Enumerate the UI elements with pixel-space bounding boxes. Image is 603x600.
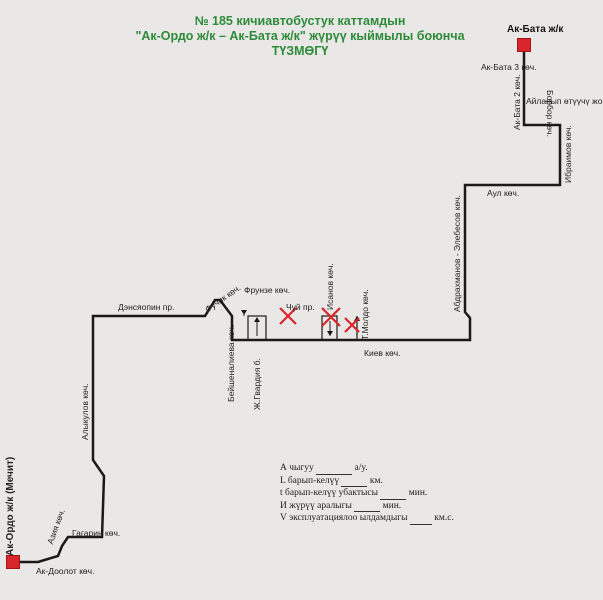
form-unit-length: км. xyxy=(369,475,383,486)
street-label-ak-bata-2: Ак-Бата 2 көч. xyxy=(512,74,522,130)
beishenalieva-arrow-head xyxy=(241,310,247,315)
title-line-2: "Ак-Ордо ж/к – Ак-Бата ж/к" жүрүү кыймыл… xyxy=(135,29,465,43)
form-label-time: t барып-келүү убактысы xyxy=(280,488,378,498)
form-blank-time[interactable] xyxy=(380,490,407,500)
form-label-speed: V эксплуатациялоо ылдамдыгы xyxy=(280,513,408,523)
route-line xyxy=(14,45,562,564)
form-row-vehicles: А чыгуу а/у. xyxy=(280,462,454,475)
isanov-arrow-head xyxy=(327,331,333,336)
route-info-form: А чыгуу а/у. L барып-келүү км. t барып-к… xyxy=(280,462,454,525)
street-label-alykulov: Алыкулов көч. xyxy=(80,383,90,440)
closed-cross-t-moldo xyxy=(344,317,360,333)
street-label-zh-gvardiya: Ж.Гвардия б. xyxy=(252,358,262,410)
form-blank-vehicles[interactable] xyxy=(316,465,353,475)
street-label-ailanyp: Айланып өтүүчү жо xyxy=(526,96,603,106)
frunze-arrow-head xyxy=(254,317,260,322)
title-line-1: № 185 кичиавтобустук каттамдын xyxy=(194,14,406,28)
street-label-ak-bata-3: Ак-Бата 3 көч. xyxy=(481,62,537,72)
form-blank-interval[interactable] xyxy=(354,502,381,512)
frunze-block xyxy=(247,315,267,341)
terminal-stop-marker-end xyxy=(517,38,531,52)
terminal-label-end: Ак-Бата ж/к xyxy=(507,24,564,35)
terminal-stop-marker-start xyxy=(6,555,20,569)
form-label-vehicles: А чыгуу xyxy=(280,463,314,473)
form-row-speed: V эксплуатациялоо ылдамдыгы км.с. xyxy=(280,512,454,525)
street-label-densiyapin: Дэнсяопин пр. xyxy=(118,302,175,312)
form-label-length: L барып-келүү xyxy=(280,475,340,486)
street-label-aul: Аул көч. xyxy=(487,188,520,198)
form-blank-speed[interactable] xyxy=(409,515,432,525)
terminal-label-start: Ак-Ордо ж/к (Мечит) xyxy=(5,456,16,556)
street-label-beishenalieva: Бейшеналиева көч. xyxy=(226,324,236,402)
form-label-interval: И жүрүү аралыгы xyxy=(280,500,352,511)
street-label-ibraimov: Ибраимов көч. xyxy=(563,125,573,183)
street-label-abdrakhmanov: Абдрахманов - Элебесов көч. xyxy=(452,195,462,312)
street-label-isanov: Исанов көч. xyxy=(325,263,335,310)
form-row-time: t барып-келүү убактысы мин. xyxy=(280,487,454,500)
form-row-interval: И жүрүү аралыгы мин. xyxy=(280,500,454,512)
street-label-frunze: Фрунзе көч. xyxy=(244,285,291,295)
form-unit-vehicles: а/у. xyxy=(354,463,368,473)
street-label-chui: Чүй пр. xyxy=(286,302,315,312)
street-label-kiev: Киев көч. xyxy=(364,348,401,358)
form-unit-interval: мин. xyxy=(382,500,402,511)
title-line-3: ТҮЗМӨГҮ xyxy=(271,44,329,58)
form-unit-speed: км.с. xyxy=(434,513,454,523)
street-label-t-moldo: Т.Молдо көч. xyxy=(360,289,370,340)
street-label-gagarin: Гагарин көч. xyxy=(72,528,121,538)
form-unit-time: мин. xyxy=(408,488,428,498)
form-blank-length[interactable] xyxy=(341,477,368,487)
form-row-length: L барып-келүү км. xyxy=(280,475,454,487)
closed-cross-chui xyxy=(279,307,297,325)
street-label-ak-doolot: Ак-Доолот көч. xyxy=(36,566,95,576)
street-label-borbor: Борбор көч. xyxy=(545,90,555,137)
closed-cross-isanov xyxy=(321,307,341,327)
